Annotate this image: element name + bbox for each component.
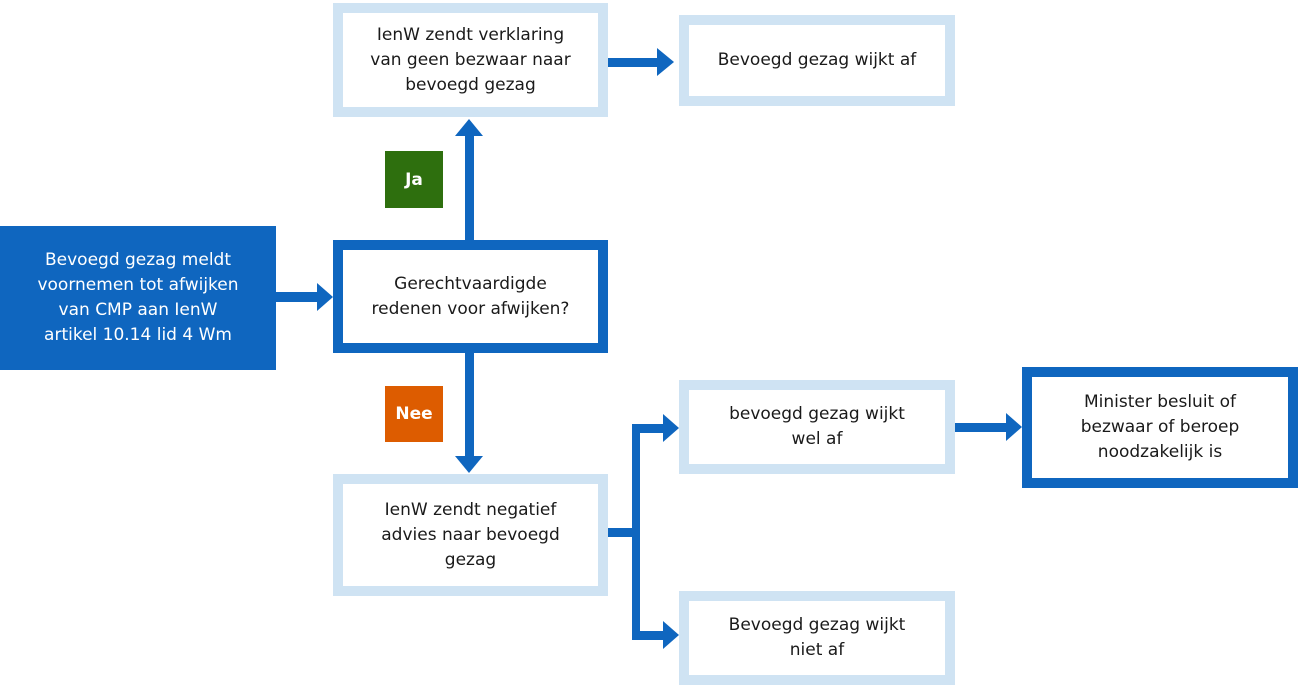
connector-negative-advice-branch <box>607 528 637 537</box>
arrowhead-branch-to-does-not-deviate <box>663 621 679 649</box>
node-authority-does-deviate: bevoegd gezag wijkt wel af <box>679 380 955 474</box>
node-negative-advice-text: IenW zendt negatief advies naar bevoegd … <box>381 499 560 570</box>
node-minister-decides: Minister besluit of bezwaar of beroep no… <box>1022 367 1298 488</box>
badge-yes-label: Ja <box>405 169 423 190</box>
badge-no: Nee <box>385 386 443 442</box>
arrowhead-branch-to-does-deviate <box>663 414 679 442</box>
node-does-not-deviate-text: Bevoegd gezag wijkt niet af <box>728 615 906 660</box>
node-decision-text: Gerechtvaardigde redenen voor afwijken? <box>371 273 570 319</box>
connector-no-objection-to-deviates <box>607 58 659 67</box>
connector-decision-to-negative-advice <box>465 353 474 457</box>
node-no-objection-text: IenW zendt verklaring van geen bezwaar n… <box>370 24 571 95</box>
node-authority-deviates: Bevoegd gezag wijkt af <box>679 15 955 106</box>
connector-does-deviate-to-minister <box>955 423 1007 432</box>
connector-branch-vertical <box>632 424 640 639</box>
node-minister-decides-text: Minister besluit of bezwaar of beroep no… <box>1080 392 1240 462</box>
arrowhead-start-to-decision <box>317 283 333 311</box>
node-start-notification-text: Bevoegd gezag meldt voornemen tot afwijk… <box>37 250 239 345</box>
node-decision-justified-reasons: Gerechtvaardigde redenen voor afwijken? <box>333 240 608 353</box>
node-authority-deviates-text: Bevoegd gezag wijkt af <box>717 50 917 70</box>
arrowhead-decision-to-negative-advice <box>455 456 483 473</box>
arrowhead-no-objection-to-deviates <box>657 48 674 76</box>
node-does-deviate-text: bevoegd gezag wijkt wel af <box>729 404 905 449</box>
connector-branch-to-does-deviate <box>632 424 664 433</box>
node-authority-does-not-deviate: Bevoegd gezag wijkt niet af <box>679 591 955 685</box>
badge-no-label: Nee <box>395 404 433 424</box>
badge-yes: Ja <box>385 151 443 208</box>
connector-start-to-decision <box>276 292 318 302</box>
connector-decision-to-no-objection <box>465 134 474 240</box>
node-no-objection-statement: IenW zendt verklaring van geen bezwaar n… <box>333 3 608 117</box>
node-start-notification: Bevoegd gezag meldt voornemen tot afwijk… <box>0 226 276 370</box>
connector-branch-to-does-not-deviate <box>632 631 664 640</box>
arrowhead-does-deviate-to-minister <box>1006 413 1022 441</box>
node-negative-advice: IenW zendt negatief advies naar bevoegd … <box>333 474 608 596</box>
arrowhead-decision-to-no-objection <box>455 119 483 136</box>
